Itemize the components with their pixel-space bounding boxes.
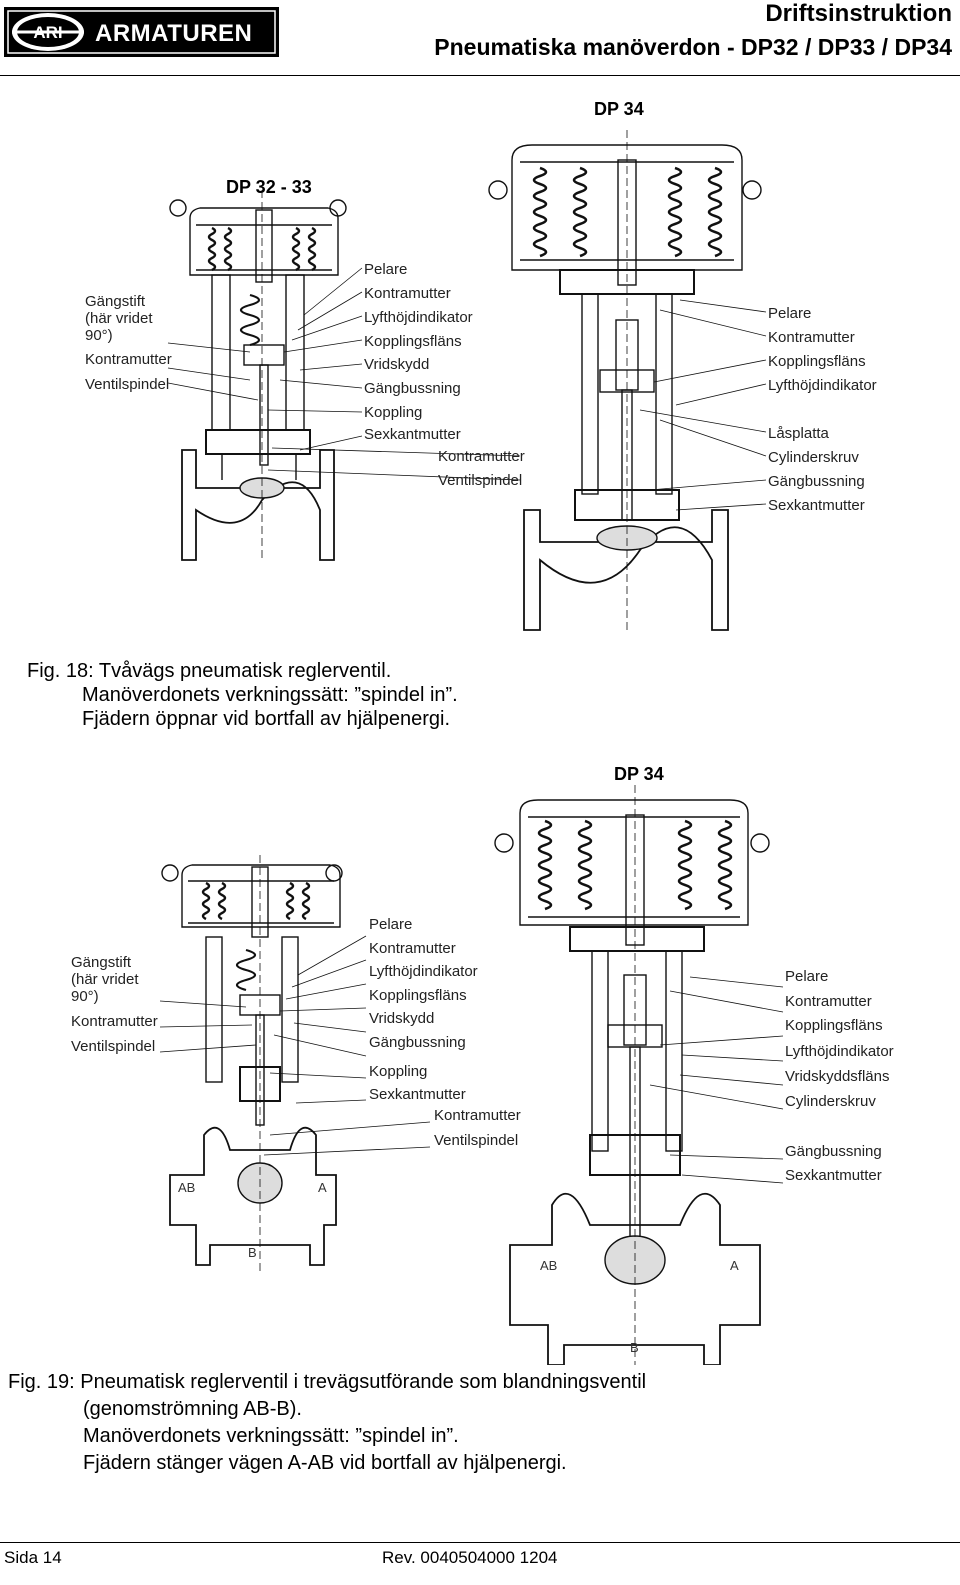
fig19-right-label-8: Sexkantmutter bbox=[785, 1167, 882, 1184]
fig18-title-dp32-33: DP 32 - 33 bbox=[226, 177, 312, 197]
fig18-right-label-7: Gängbussning bbox=[768, 473, 865, 490]
fig19-right-label-2: Kontramutter bbox=[785, 993, 872, 1010]
fig18-mid-label-5: Vridskydd bbox=[364, 356, 430, 373]
fig18-left-label-3: 90°) bbox=[85, 327, 113, 344]
fig18-mid-sub-label-2: Ventilspindel bbox=[438, 472, 523, 489]
fig18-title-dp34: DP 34 bbox=[594, 99, 644, 119]
fig18-mid-label-2: Kontramutter bbox=[364, 285, 451, 302]
page-number: Sida 14 bbox=[4, 1548, 62, 1567]
fig19-right-label-6: Cylinderskruv bbox=[785, 1093, 876, 1110]
fig19-caption-line-4: Fjädern stänger vägen A-AB vid bortfall … bbox=[83, 1452, 567, 1474]
fig18-left-label-2: (här vridet bbox=[85, 310, 153, 327]
fig19-right-label-4: Lyfthöjdindikator bbox=[785, 1043, 894, 1060]
fig18-right-label-6: Cylinderskruv bbox=[768, 449, 859, 466]
fig18-right-label-1: Pelare bbox=[768, 305, 812, 322]
fig18-left-label-5: Ventilspindel bbox=[85, 376, 170, 393]
logo-mark-text: ARI bbox=[33, 23, 62, 42]
fig19-title-dp34: DP 34 bbox=[614, 764, 664, 784]
dp32-actuator-drawing bbox=[169, 190, 347, 561]
revision-number: Rev. 0040504000 1204 bbox=[382, 1548, 558, 1567]
fig19-small-port-ab: AB bbox=[178, 1180, 195, 1195]
logo-word-text: ARMATUREN bbox=[95, 20, 252, 47]
fig19-caption-line-3: Manöverdonets verkningssätt: ”spindel in… bbox=[83, 1425, 459, 1447]
fig19-mid-sub-label-2: Ventilspindel bbox=[434, 1132, 519, 1149]
fig19-right-label-5: Vridskyddsfläns bbox=[785, 1068, 890, 1085]
fig19-caption-line-2: (genomströmning AB-B). bbox=[83, 1398, 302, 1420]
fig19-mid-label-2: Kontramutter bbox=[369, 940, 456, 957]
fig19-right-label-1: Pelare bbox=[785, 968, 829, 985]
fig19-left-label-1: Gängstift bbox=[71, 954, 132, 971]
document-title: Pneumatiska manöverdon - DP32 / DP33 / D… bbox=[434, 34, 952, 60]
fig19-large-port-ab: AB bbox=[540, 1258, 557, 1273]
figure-19-drawing: AB A B AB A B bbox=[159, 785, 784, 1365]
fig19-mid-label-1: Pelare bbox=[369, 916, 413, 933]
fig19-mid-label-3: Lyfthöjdindikator bbox=[369, 963, 478, 980]
fig18-right-label-3: Kopplingsfläns bbox=[768, 353, 866, 370]
fig19-mid-label-4: Kopplingsfläns bbox=[369, 987, 467, 1004]
dp34-actuator-drawing bbox=[488, 130, 762, 631]
fig19-right-label-7: Gängbussning bbox=[785, 1143, 882, 1160]
document-type: Driftsinstruktion bbox=[765, 0, 952, 27]
fig18-mid-label-3: Lyfthöjdindikator bbox=[364, 309, 473, 326]
footer-rule bbox=[0, 1542, 960, 1543]
fig18-caption-line-2: Manöverdonets verkningssätt: ”spindel in… bbox=[82, 684, 458, 706]
fig19-small-port-b: B bbox=[248, 1245, 257, 1260]
fig18-caption-line-1: Fig. 18: Tvåvägs pneumatisk reglerventil… bbox=[27, 660, 392, 682]
fig18-right-label-4: Lyfthöjdindikator bbox=[768, 377, 877, 394]
fig18-right-label-5: Låsplatta bbox=[768, 425, 829, 442]
fig19-mid-label-5: Vridskydd bbox=[369, 1010, 435, 1027]
ari-armaturen-logo: ARI ARMATUREN bbox=[4, 7, 279, 57]
fig19-mid-sub-label-1: Kontramutter bbox=[434, 1107, 521, 1124]
fig18-mid-label-4: Kopplingsfläns bbox=[364, 333, 462, 350]
fig19-mid-label-8: Sexkantmutter bbox=[369, 1086, 466, 1103]
fig18-mid-label-8: Sexkantmutter bbox=[364, 426, 461, 443]
fig18-left-label-1: Gängstift bbox=[85, 293, 146, 310]
fig18-right-label-2: Kontramutter bbox=[768, 329, 855, 346]
fig19-mid-label-7: Koppling bbox=[369, 1063, 428, 1080]
fig19-small-actuator-drawing bbox=[161, 855, 343, 1275]
figure-19: AB A B AB A B DP 34 Gängstift (här vride… bbox=[0, 755, 960, 1365]
fig19-left-label-3: 90°) bbox=[71, 988, 99, 1005]
fig19-caption: Fig. 19: Pneumatisk reglerventil i trevä… bbox=[8, 1369, 646, 1477]
fig18-caption: Fig. 18: Tvåvägs pneumatisk reglerventil… bbox=[27, 659, 458, 731]
fig18-mid-label-6: Gängbussning bbox=[364, 380, 461, 397]
fig18-mid-sub-label-1: Kontramutter bbox=[438, 448, 525, 465]
fig19-left-label-4: Kontramutter bbox=[71, 1013, 158, 1030]
fig19-large-port-b: B bbox=[630, 1340, 639, 1355]
figure-18: DP 32 - 33 DP 34 Gängstift (här vridet 9… bbox=[0, 90, 960, 650]
fig19-small-port-a: A bbox=[318, 1180, 327, 1195]
fig19-caption-line-1: Fig. 19: Pneumatisk reglerventil i trevä… bbox=[8, 1371, 647, 1393]
fig19-large-port-a: A bbox=[730, 1258, 739, 1273]
fig19-left-label-5: Ventilspindel bbox=[71, 1038, 156, 1055]
fig18-caption-line-3: Fjädern öppnar vid bortfall av hjälpener… bbox=[82, 708, 450, 730]
fig19-left-label-2: (här vridet bbox=[71, 971, 139, 988]
fig18-mid-label-1: Pelare bbox=[364, 261, 408, 278]
fig19-large-actuator-drawing bbox=[494, 785, 770, 1365]
fig19-right-label-3: Kopplingsfläns bbox=[785, 1017, 883, 1034]
fig18-left-label-4: Kontramutter bbox=[85, 351, 172, 368]
header-rule bbox=[0, 75, 960, 76]
figure-18-drawing bbox=[167, 130, 767, 631]
fig19-mid-label-6: Gängbussning bbox=[369, 1034, 466, 1051]
fig18-mid-label-7: Koppling bbox=[364, 404, 423, 421]
fig18-right-label-8: Sexkantmutter bbox=[768, 497, 865, 514]
